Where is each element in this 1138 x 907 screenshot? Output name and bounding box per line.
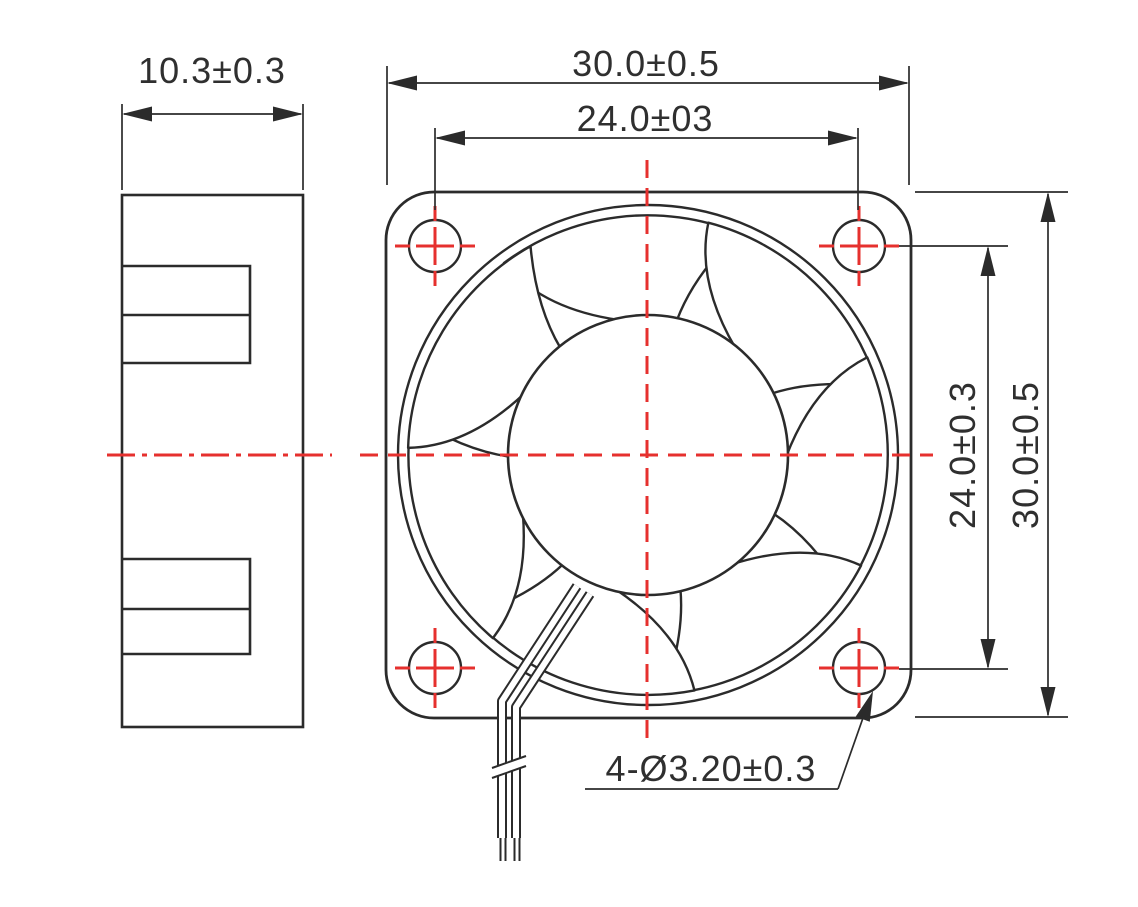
leader-mounting-hole (585, 688, 881, 790)
centerlines (107, 160, 933, 748)
arrowhead-icon (980, 246, 996, 276)
side-view-lower-slot (122, 557, 252, 656)
arrowhead-icon (980, 639, 996, 669)
front-view (369, 190, 915, 735)
dimension-text-side-width: 10.3±0.3 (138, 50, 286, 91)
side-view-body (120, 193, 305, 729)
arrowhead-icon (273, 106, 303, 122)
dimension-text-mounting-hole: 4-Ø3.20±0.3 (606, 748, 817, 789)
arrowhead-icon (828, 130, 858, 146)
dimension-text-frame-width: 30.0±0.5 (572, 43, 720, 84)
arrowhead-icon (1040, 192, 1056, 222)
dimension-text-frame-height: 30.0±0.5 (1005, 381, 1046, 529)
dimension-text-hole-pitch-vertical: 24.0±0.3 (942, 381, 983, 529)
hole-crosshairs (395, 206, 899, 708)
arrowhead-icon (122, 106, 152, 122)
dimension-frame-height (915, 191, 1068, 718)
dimension-text-hole-pitch-horizontal: 24.0±03 (577, 98, 714, 139)
arrowhead-icon (387, 75, 417, 91)
side-view (120, 193, 305, 729)
dimension-side-width (121, 104, 304, 190)
lead-wires (491, 583, 595, 861)
dimension-hole-pitch-vertical (899, 245, 1008, 670)
dimension-hole-pitch-horizontal (434, 128, 859, 210)
arrowhead-icon (879, 75, 909, 91)
arrowhead-icon (435, 130, 465, 146)
dimension-frame-width (386, 66, 910, 185)
side-view-upper-slot (122, 264, 252, 365)
arrowhead-icon (1040, 687, 1056, 717)
wire-break-icon (491, 755, 527, 779)
